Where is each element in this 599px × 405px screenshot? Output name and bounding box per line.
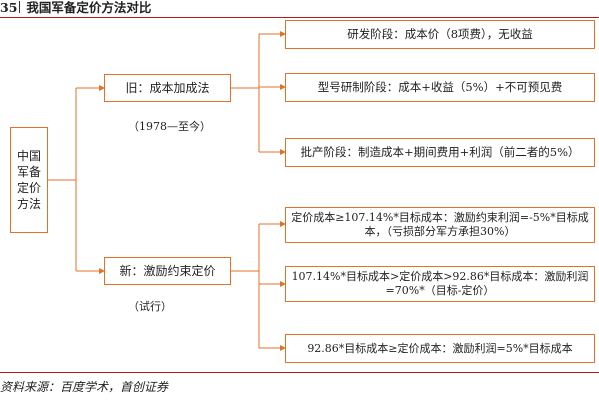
new-rule-1: 定价成本≥107.14%*目标成本：激励约束利润=-5%*目标成本，（亏损部分军… [285, 207, 595, 243]
figure-number: 35 [0, 0, 18, 15]
new-method-node: 新：激励约束定价 [104, 257, 231, 285]
figure-title: 35 我国军备定价方法对比 [0, 0, 599, 18]
title-separator [19, 1, 21, 13]
old-method-note: （1978—至今） [128, 120, 211, 133]
new-rule-2: 107.14%*目标成本>定价成本>92.86*目标成本：激励利润=70%*（目… [285, 266, 595, 302]
new-method-note: （试行） [128, 300, 172, 313]
bottom-rule [0, 372, 599, 373]
new-rule-3: 92.86*目标成本≥定价成本：激励利润=5%*目标成本 [285, 334, 595, 363]
old-method-node: 旧：成本加成法 [104, 74, 231, 102]
title-rule [0, 17, 599, 18]
old-stage-2: 型号研制阶段：成本+收益（5%）+不可预见费 [285, 73, 595, 102]
figure-title-text: 我国军备定价方法对比 [26, 0, 152, 15]
root-node: 中国 军备 定价 方法 [10, 127, 48, 233]
old-stage-1: 研发阶段：成本价（8项费），无收益 [285, 20, 595, 49]
old-stage-3: 批产阶段：制造成本+期间费用+利润（前二者的5%） [285, 138, 595, 167]
source-note: 资料来源：百度学术，首创证券 [0, 380, 169, 394]
